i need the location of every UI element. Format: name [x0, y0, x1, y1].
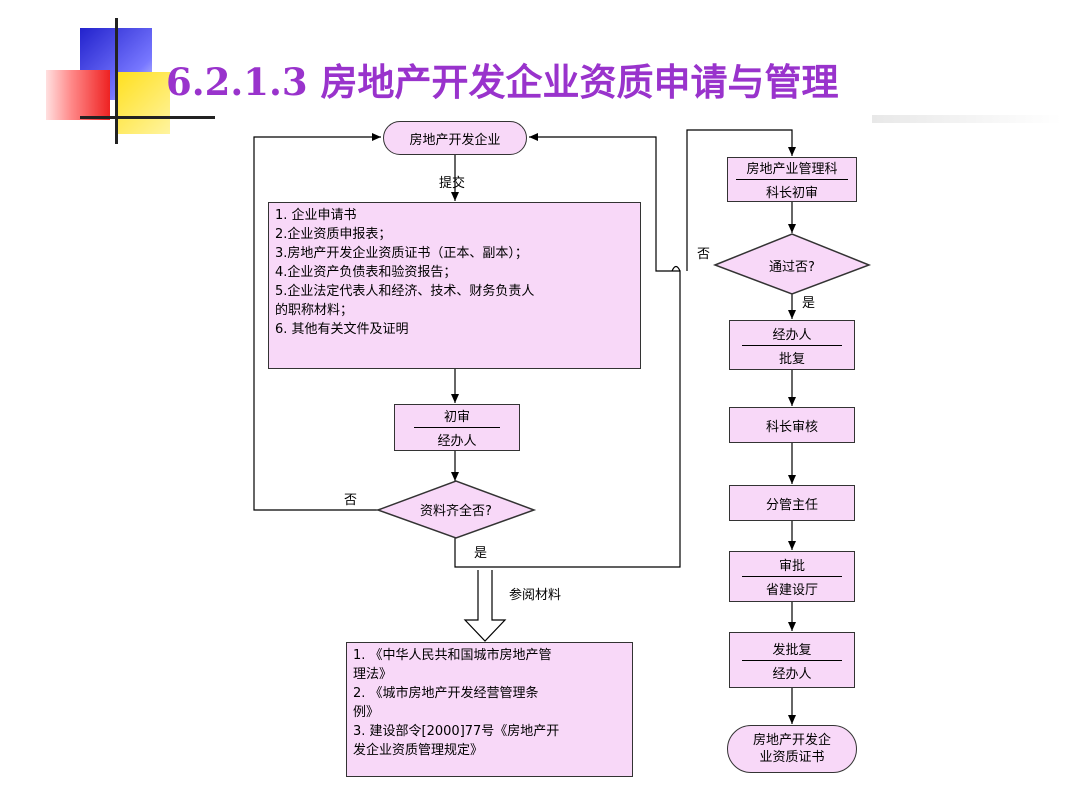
separator: [742, 576, 842, 577]
approval-top: 审批: [778, 559, 805, 574]
end-node-line1: 房地产开发企: [752, 733, 831, 748]
approval-bottom: 省建设厅: [765, 583, 818, 598]
deco-yellow-square: [118, 72, 170, 134]
slide-title: 6.2.1.3 房地产开发企业资质申请与管理: [166, 60, 839, 104]
initial-review-top: 初审: [443, 410, 470, 425]
pass-diamond: [712, 233, 872, 295]
reference-item: 理法》: [353, 667, 393, 682]
no-label-right: 否: [697, 247, 711, 262]
materials-box: 1. 企业申请书 2.企业资质申报表； 3.房地产开发企业资质证书（正本、副本）…: [268, 202, 641, 369]
issue-reply-top: 发批复: [772, 642, 812, 658]
approval-node: 审批 省建设厅: [729, 551, 855, 602]
material-item: 4.企业资产负债表和验资报告；: [275, 265, 457, 280]
chief-audit-label: 科长审核: [765, 419, 818, 435]
reference-label: 参阅材料: [509, 588, 562, 603]
handler-reply-top: 经办人: [772, 327, 812, 343]
material-item: 5.企业法定代表人和经济、技术、财务负责人: [275, 284, 535, 299]
material-item: 1. 企业申请书: [275, 208, 357, 223]
yes-label-right: 是: [802, 296, 816, 311]
material-item: 2.企业资质申报表；: [275, 227, 392, 242]
section-review-bottom: 科长初审: [765, 186, 818, 201]
separator: [742, 344, 842, 346]
title-underline-fade: [872, 115, 1062, 123]
deco-horizontal-line: [80, 116, 215, 119]
completeness-check-label: 资料齐全否?: [420, 504, 492, 519]
initial-review-node: 初审 经办人: [394, 404, 520, 451]
pass-check-label: 通过否?: [769, 260, 815, 275]
deco-vertical-line: [115, 18, 118, 144]
end-node: 房地产开发企 业资质证书: [727, 725, 857, 773]
separator: [413, 427, 501, 428]
reference-arrow: [463, 570, 507, 642]
separator: [735, 179, 849, 180]
initial-review-bottom: 经办人: [437, 434, 477, 449]
end-node-line2: 业资质证书: [759, 750, 825, 765]
chief-audit-node: 科长审核: [729, 407, 855, 443]
handler-reply-bottom: 批复: [778, 351, 805, 367]
reference-item: 例》: [353, 705, 380, 720]
start-node: 房地产开发企业: [383, 121, 527, 155]
submit-label: 提交: [439, 176, 466, 191]
separator: [742, 659, 842, 661]
director-label: 分管主任: [765, 497, 818, 513]
reference-item: 3. 建设部令[2000]77号《房地产开: [353, 724, 560, 739]
reference-item: 发企业资质管理规定》: [353, 743, 484, 758]
material-item: 6. 其他有关文件及证明: [275, 322, 409, 337]
references-box: 1. 《中华人民共和国城市房地产管 理法》 2. 《城市房地产开发经营管理条 例…: [346, 642, 633, 777]
reference-item: 1. 《中华人民共和国城市房地产管: [353, 648, 552, 663]
start-node-label: 房地产开发企业: [409, 132, 501, 148]
handler-reply-node: 经办人 批复: [729, 320, 855, 370]
issue-reply-bottom: 经办人: [772, 666, 812, 682]
deco-red-square: [46, 70, 110, 120]
no-label-left: 否: [344, 493, 358, 508]
material-item: 3.房地产开发企业资质证书（正本、副本）；: [275, 246, 528, 261]
director-node: 分管主任: [729, 485, 855, 521]
yes-label-left: 是: [474, 546, 488, 561]
section-review-top: 房地产业管理科: [746, 162, 838, 177]
reference-item: 2. 《城市房地产开发经营管理条: [353, 686, 539, 701]
issue-reply-node: 发批复 经办人: [729, 632, 855, 688]
completeness-diamond: [375, 480, 537, 539]
material-item: 的职称材料；: [275, 303, 354, 318]
section-review-node: 房地产业管理科 科长初审: [727, 157, 857, 202]
